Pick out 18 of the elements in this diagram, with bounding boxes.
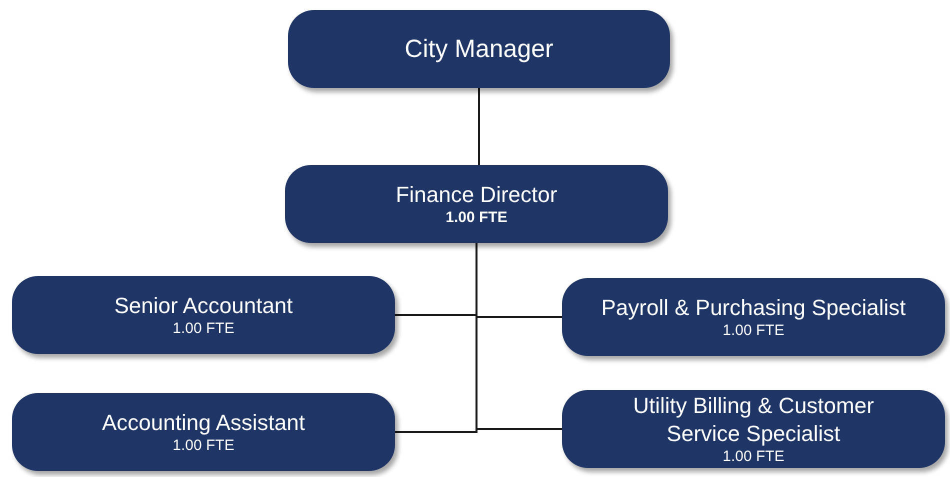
fte-count: 1.00 FTE [172, 437, 234, 455]
org-box [288, 10, 670, 88]
fte-count: 1.00 FTE [722, 448, 784, 466]
position-title: Payroll & Purchasing Specialist [601, 294, 906, 322]
fte-count: 1.00 FTE [722, 322, 784, 340]
position-title: City Manager [404, 35, 554, 63]
connector-line [478, 88, 480, 165]
fte-count: 1.00 FTE [172, 320, 234, 338]
position-title: Accounting Assistant [102, 409, 305, 437]
org-box [12, 393, 395, 471]
org-box [12, 276, 395, 354]
org-box [562, 278, 945, 356]
org-box [562, 390, 945, 468]
fte-count: 1.00 FTE [446, 209, 508, 227]
position-title: Finance Director [396, 181, 558, 209]
position-title: Utility Billing & Customer Service Specialist [632, 392, 875, 448]
position-title: Senior Accountant [114, 292, 293, 320]
org-box [285, 165, 668, 243]
